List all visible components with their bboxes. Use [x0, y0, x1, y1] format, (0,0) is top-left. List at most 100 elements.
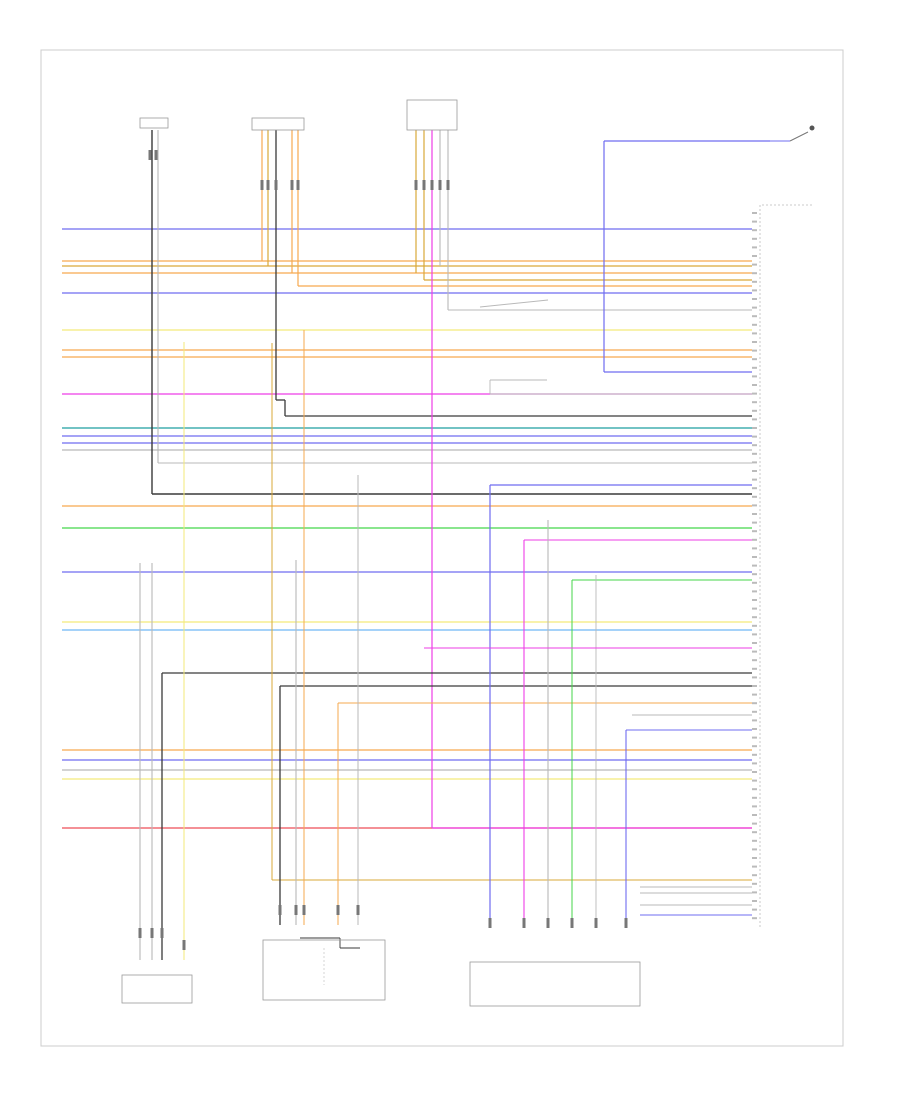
wire-label-tick	[430, 180, 434, 190]
connector-pin	[752, 831, 757, 834]
top-component-1-connector	[139, 117, 169, 129]
connector-pin	[752, 452, 757, 455]
connector-pin	[752, 418, 757, 421]
wire-label-tick	[522, 918, 526, 928]
connector-pin	[752, 788, 757, 791]
wire-label-tick	[160, 928, 164, 938]
connector-pin	[752, 865, 757, 868]
wire-label-tick	[302, 905, 306, 915]
connector-pin	[752, 401, 757, 404]
connector-pin	[752, 719, 757, 722]
connector-pin	[752, 908, 757, 911]
wire-label-tick	[154, 150, 158, 160]
connector-pin	[752, 255, 757, 257]
connector-pin	[752, 590, 757, 593]
connector-pin	[752, 779, 757, 782]
connector-pin	[752, 616, 757, 619]
connector-pin	[752, 349, 757, 352]
wire-label-tick	[150, 928, 154, 938]
connector-pin	[752, 315, 757, 318]
connector-pin	[752, 323, 757, 326]
bottom-component-1-box	[121, 974, 193, 1004]
component-group	[121, 99, 815, 1007]
connector-pin	[752, 513, 757, 515]
connector-pin	[752, 521, 757, 524]
connector-pin	[752, 917, 757, 920]
wire-label-tick	[422, 180, 426, 190]
diagram-frame	[40, 49, 844, 1047]
connector-pin	[752, 564, 757, 567]
connector-pin	[752, 246, 757, 249]
connector-pin	[752, 306, 757, 309]
connector-pin	[752, 332, 757, 335]
wire-label-tick	[546, 918, 550, 928]
wire-label-tick	[356, 905, 360, 915]
top-right-switch	[770, 125, 815, 142]
bottom-component-2-box	[262, 939, 386, 1001]
connector-pin	[752, 633, 757, 636]
connector-pin	[752, 366, 757, 369]
connector-pin	[752, 848, 757, 851]
wire-label-tick	[182, 940, 186, 950]
connector-pin	[752, 358, 757, 361]
connector-pin	[752, 650, 757, 653]
connector-pin	[752, 685, 757, 687]
label-group	[138, 150, 757, 950]
wire-label-tick	[488, 918, 492, 928]
wire-label-tick	[278, 905, 282, 915]
right-connector-outline	[759, 204, 812, 928]
connector-pin	[752, 762, 757, 765]
connector-pin	[752, 581, 757, 584]
connector-pin	[752, 900, 757, 902]
connector-pin	[752, 495, 757, 498]
connector-pin	[752, 444, 757, 447]
wire-label-tick	[138, 928, 142, 938]
connector-pin	[752, 220, 757, 223]
connector-pin	[752, 427, 757, 429]
wire-label-tick	[266, 180, 270, 190]
connector-pin	[752, 667, 757, 670]
connector-pin	[752, 530, 757, 533]
connector-pin	[752, 237, 757, 240]
connector-pin	[752, 659, 757, 662]
connector-pin	[752, 702, 757, 705]
connector-pin	[752, 736, 757, 739]
connector-pin	[752, 882, 757, 885]
connector-pin	[752, 573, 757, 576]
wire-label-tick	[446, 180, 450, 190]
connector-pin	[752, 487, 757, 490]
wire-label-tick	[570, 918, 574, 928]
connector-pin	[752, 461, 757, 464]
connector-pin	[752, 392, 757, 395]
connector-pin	[752, 771, 757, 773]
connector-pin	[752, 728, 757, 730]
connector-pin	[752, 538, 757, 541]
connector-pin	[752, 272, 757, 275]
connector-pin	[752, 212, 757, 214]
wire-label-tick	[594, 918, 598, 928]
bottom-component-3-box	[469, 961, 641, 1007]
connector-pin	[752, 814, 757, 816]
connector-pin	[752, 341, 757, 343]
connector-pin	[752, 409, 757, 412]
connector-pin	[752, 745, 757, 748]
wire-segment-50	[479, 299, 549, 308]
connector-pin	[752, 478, 757, 481]
connector-pin	[752, 599, 757, 601]
wire-label-tick	[438, 180, 442, 190]
connector-pin	[752, 676, 757, 679]
connector-pin	[752, 375, 757, 378]
connector-pin	[752, 891, 757, 894]
connector-pin	[752, 839, 757, 842]
wire-label-tick	[260, 180, 264, 190]
connector-pin	[752, 280, 757, 283]
connector-pin	[752, 710, 757, 713]
wire-label-tick	[294, 905, 298, 915]
connector-pin	[752, 753, 757, 756]
wire-label-tick	[624, 918, 628, 928]
connector-pin	[752, 822, 757, 825]
connector-pin	[752, 298, 757, 300]
connector-pin	[752, 607, 757, 610]
